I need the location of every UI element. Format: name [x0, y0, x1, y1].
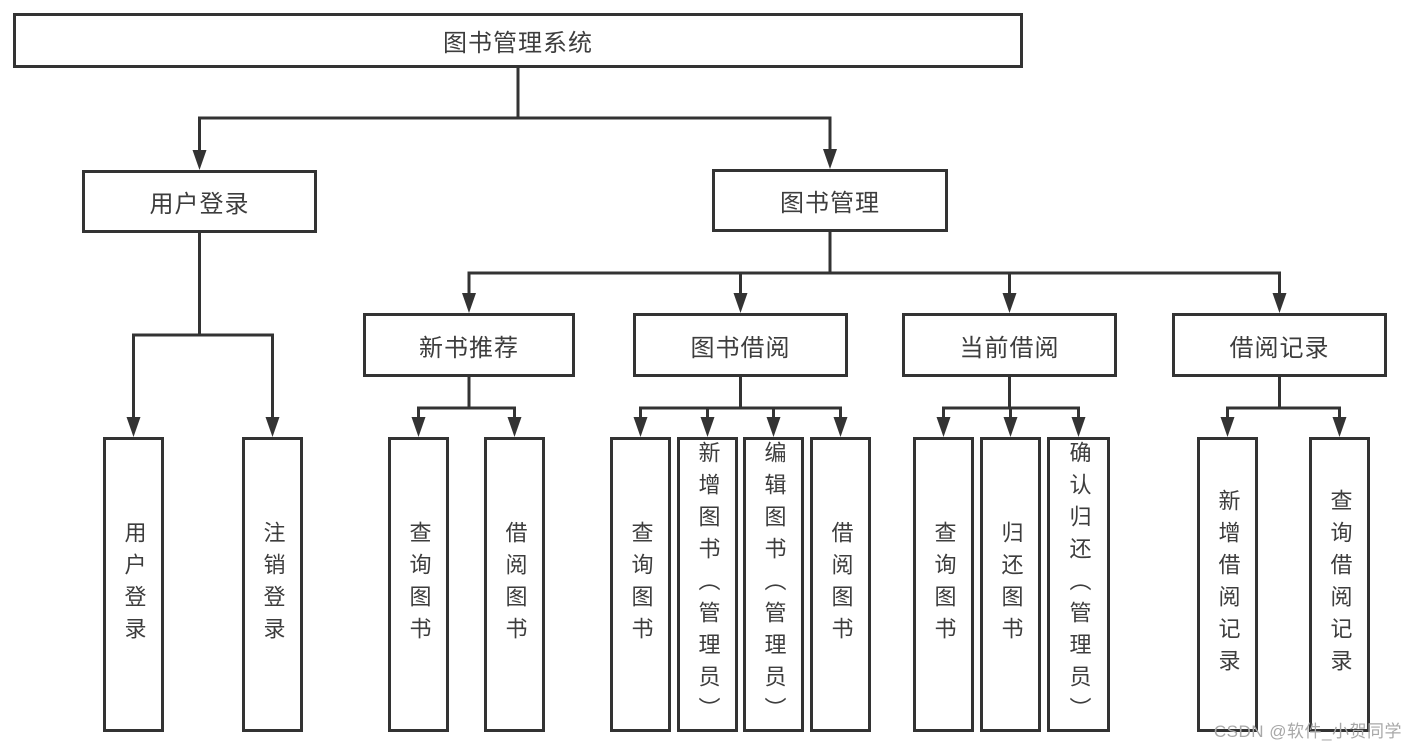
node-label: 图书借阅: [690, 334, 791, 362]
node-label: 用户登录: [149, 191, 250, 218]
node-label: 借阅图书: [828, 520, 854, 649]
node-label: 借阅图书: [502, 520, 528, 649]
node-label: 查询图书: [406, 520, 432, 649]
node-label: 查询图书: [931, 520, 957, 649]
node-label: 用户登录: [121, 520, 147, 649]
node-book-management: 图书管理: [712, 169, 948, 232]
node-user-login: 用户登录: [82, 170, 317, 233]
node-leaf-borrow-book-2: 借阅图书: [810, 437, 871, 732]
node-leaf-borrow-book-1: 借阅图书: [484, 437, 545, 732]
node-label: 编辑图书（管理员）: [761, 440, 787, 729]
node-leaf-add-book: 新增图书（管理员）: [677, 437, 738, 732]
node-new-book-recommend: 新书推荐: [363, 313, 575, 377]
node-label: 新增图书（管理员）: [695, 440, 721, 729]
node-leaf-return-book: 归还图书: [980, 437, 1041, 732]
node-label: 查询图书: [628, 520, 654, 649]
node-label: 确认归还（管理员）: [1066, 440, 1092, 729]
node-leaf-add-record: 新增借阅记录: [1197, 437, 1258, 732]
node-book-borrow: 图书借阅: [633, 313, 848, 377]
node-leaf-logout: 注销登录: [242, 437, 303, 732]
node-leaf-query-record: 查询借阅记录: [1309, 437, 1370, 732]
node-label: 借阅记录: [1229, 334, 1330, 362]
node-leaf-confirm-return: 确认归还（管理员）: [1047, 437, 1110, 732]
watermark: CSDN @软件_小贺同学: [1213, 722, 1402, 741]
node-label: 归还图书: [998, 520, 1024, 649]
node-borrow-records: 借阅记录: [1172, 313, 1387, 377]
node-label: 当前借阅: [959, 334, 1060, 362]
node-current-borrow: 当前借阅: [902, 313, 1117, 377]
node-label: 图书管理系统: [443, 30, 593, 57]
node-label: 查询借阅记录: [1327, 488, 1353, 681]
node-root: 图书管理系统: [13, 13, 1023, 68]
node-leaf-query-book-1: 查询图书: [388, 437, 449, 732]
node-label: 图书管理: [780, 190, 880, 217]
node-label: 注销登录: [260, 520, 286, 649]
node-label: 新书推荐: [419, 334, 519, 362]
node-leaf-user-login: 用户登录: [103, 437, 164, 732]
node-leaf-query-book-3: 查询图书: [913, 437, 974, 732]
node-label: 新增借阅记录: [1215, 488, 1241, 681]
node-leaf-edit-book: 编辑图书（管理员）: [743, 437, 804, 732]
node-leaf-query-book-2: 查询图书: [610, 437, 671, 732]
